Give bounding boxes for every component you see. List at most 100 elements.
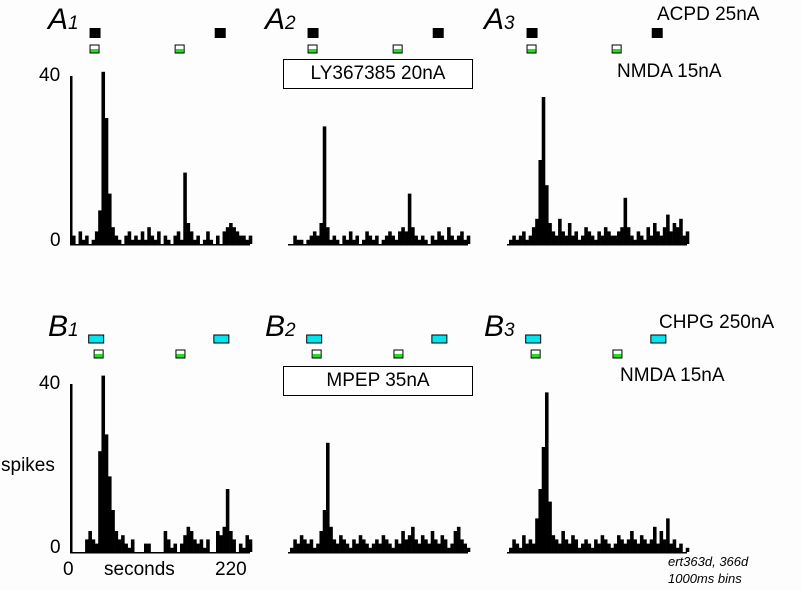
- histogram-bar-B1: [238, 543, 243, 552]
- histogram-bar-A3: [577, 239, 582, 244]
- histogram-bar-A3: [685, 231, 690, 244]
- histogram-bar-B3: [581, 543, 585, 552]
- histogram-bar-A2: [414, 235, 418, 244]
- nmda-marker-fill: [612, 49, 621, 53]
- histogram-bar-A1: [127, 231, 132, 244]
- histogram-bar-B1: [101, 375, 106, 552]
- histogram-bar-B1: [193, 539, 197, 552]
- histogram-bar-A3: [528, 235, 533, 244]
- histogram-bar-B2: [319, 531, 324, 552]
- histogram-bar-A2: [463, 239, 468, 244]
- histogram-bar-B3: [538, 489, 543, 552]
- chpg-label: CHPG 250nA: [659, 312, 775, 333]
- histogram-bar-A2: [326, 227, 330, 244]
- histogram-bar-A1: [78, 231, 83, 244]
- histogram-bar-B3: [509, 547, 513, 552]
- histogram-bar-B2: [456, 526, 461, 552]
- histogram-bar-A3: [584, 227, 588, 244]
- histogram-bar-A1: [108, 193, 112, 244]
- histogram-bar-B3: [666, 518, 670, 552]
- histogram-bar-A2: [420, 235, 425, 244]
- histogram-bar-A2: [319, 223, 324, 244]
- histogram-bar-B2: [424, 539, 428, 552]
- histogram-bar-B2: [348, 547, 353, 552]
- panel-label-a2: A2: [265, 3, 296, 36]
- histogram-bar-B1: [130, 539, 135, 552]
- histogram-bar-B3: [512, 539, 516, 552]
- histogram-bar-B3: [626, 539, 631, 552]
- y-axis-label: spikes: [1, 455, 55, 476]
- histogram-bar-B3: [603, 539, 608, 552]
- y-tick-40-b: 40: [39, 373, 61, 394]
- histogram-bar-A3: [653, 223, 657, 244]
- histogram-bar-B3: [554, 539, 559, 552]
- histogram-bar-A1: [216, 235, 220, 244]
- histogram-bar-B2: [312, 547, 317, 552]
- histogram-bar-A2: [299, 239, 304, 244]
- histogram-bar-A1: [202, 239, 207, 244]
- histogram-bar-B3: [515, 543, 520, 552]
- y-axis-line: [70, 384, 73, 552]
- panel-label-b3: B3: [484, 310, 515, 343]
- histogram-bar-B1: [170, 547, 174, 552]
- histogram-bar-B2: [316, 543, 320, 552]
- histogram-bar-B2: [450, 543, 454, 552]
- histogram-bar-A1: [153, 239, 158, 244]
- histogram-bar-B1: [108, 476, 112, 552]
- histogram-bar-A3: [522, 231, 526, 244]
- histogram-bar-A1: [186, 223, 191, 244]
- histogram-bar-A2: [394, 239, 399, 244]
- panel-label-b2: B2: [265, 310, 296, 343]
- histogram-bar-A3: [626, 227, 631, 244]
- panel-label-a3: A3: [484, 3, 515, 36]
- histogram-bar-B1: [216, 531, 220, 552]
- histogram-bar-B3: [561, 531, 565, 552]
- nmda-marker-fill: [176, 354, 185, 358]
- histogram-bar-A3: [597, 231, 601, 244]
- histogram-bar-A1: [196, 235, 200, 244]
- histogram-bar-B2: [322, 510, 327, 552]
- nmda-marker-fill: [531, 354, 540, 358]
- histogram-bar-A1: [163, 235, 168, 244]
- histogram-bar-B1: [111, 510, 115, 552]
- histogram-bar-B1: [206, 539, 210, 552]
- x-axis-line: [288, 552, 468, 554]
- nmda-marker-fill: [308, 49, 317, 53]
- histogram-bar-A3: [669, 231, 673, 244]
- histogram-bar-B2: [417, 543, 422, 552]
- histogram-bar-A1: [137, 239, 142, 244]
- histogram-bar-B2: [440, 535, 445, 552]
- histogram-bar-A1: [104, 118, 109, 244]
- histogram-bar-B1: [196, 543, 200, 552]
- histogram-bar-A3: [607, 231, 611, 244]
- histogram-bar-B3: [522, 535, 526, 552]
- histogram-bar-B1: [232, 539, 236, 552]
- histogram-bar-A2: [309, 235, 314, 244]
- histogram-bar-A2: [371, 239, 376, 244]
- histogram-bar-A3: [662, 227, 667, 244]
- histogram-bar-A1: [235, 231, 240, 244]
- histogram-bar-B3: [649, 539, 654, 552]
- histogram-bar-B3: [518, 547, 523, 552]
- histogram-bar-A3: [675, 227, 680, 244]
- nmda-label-b: NMDA 15nA: [620, 365, 725, 386]
- nmda-marker-fill: [613, 354, 622, 358]
- histogram-bar-A1: [147, 227, 151, 244]
- histogram-bar-A3: [567, 223, 572, 244]
- y-tick-40-a: 40: [39, 65, 61, 86]
- histogram-bar-B1: [186, 526, 191, 552]
- histogram-bar-A2: [401, 227, 405, 244]
- histogram-bar-A2: [456, 235, 461, 244]
- histogram-bar-A3: [515, 239, 520, 244]
- histogram-bar-B3: [535, 518, 539, 552]
- histogram-bar-B2: [404, 539, 409, 552]
- histogram-bar-A1: [248, 235, 253, 244]
- histogram-bar-A3: [620, 227, 624, 244]
- histogram-bar-B3: [675, 547, 680, 552]
- histogram-bar-B3: [610, 547, 615, 552]
- histogram-bar-A3: [610, 235, 615, 244]
- histogram-bar-A1: [193, 239, 197, 244]
- nmda-marker-fill: [90, 49, 99, 53]
- histogram-bar-A2: [296, 239, 301, 244]
- y-tick-0-a: 0: [50, 230, 61, 251]
